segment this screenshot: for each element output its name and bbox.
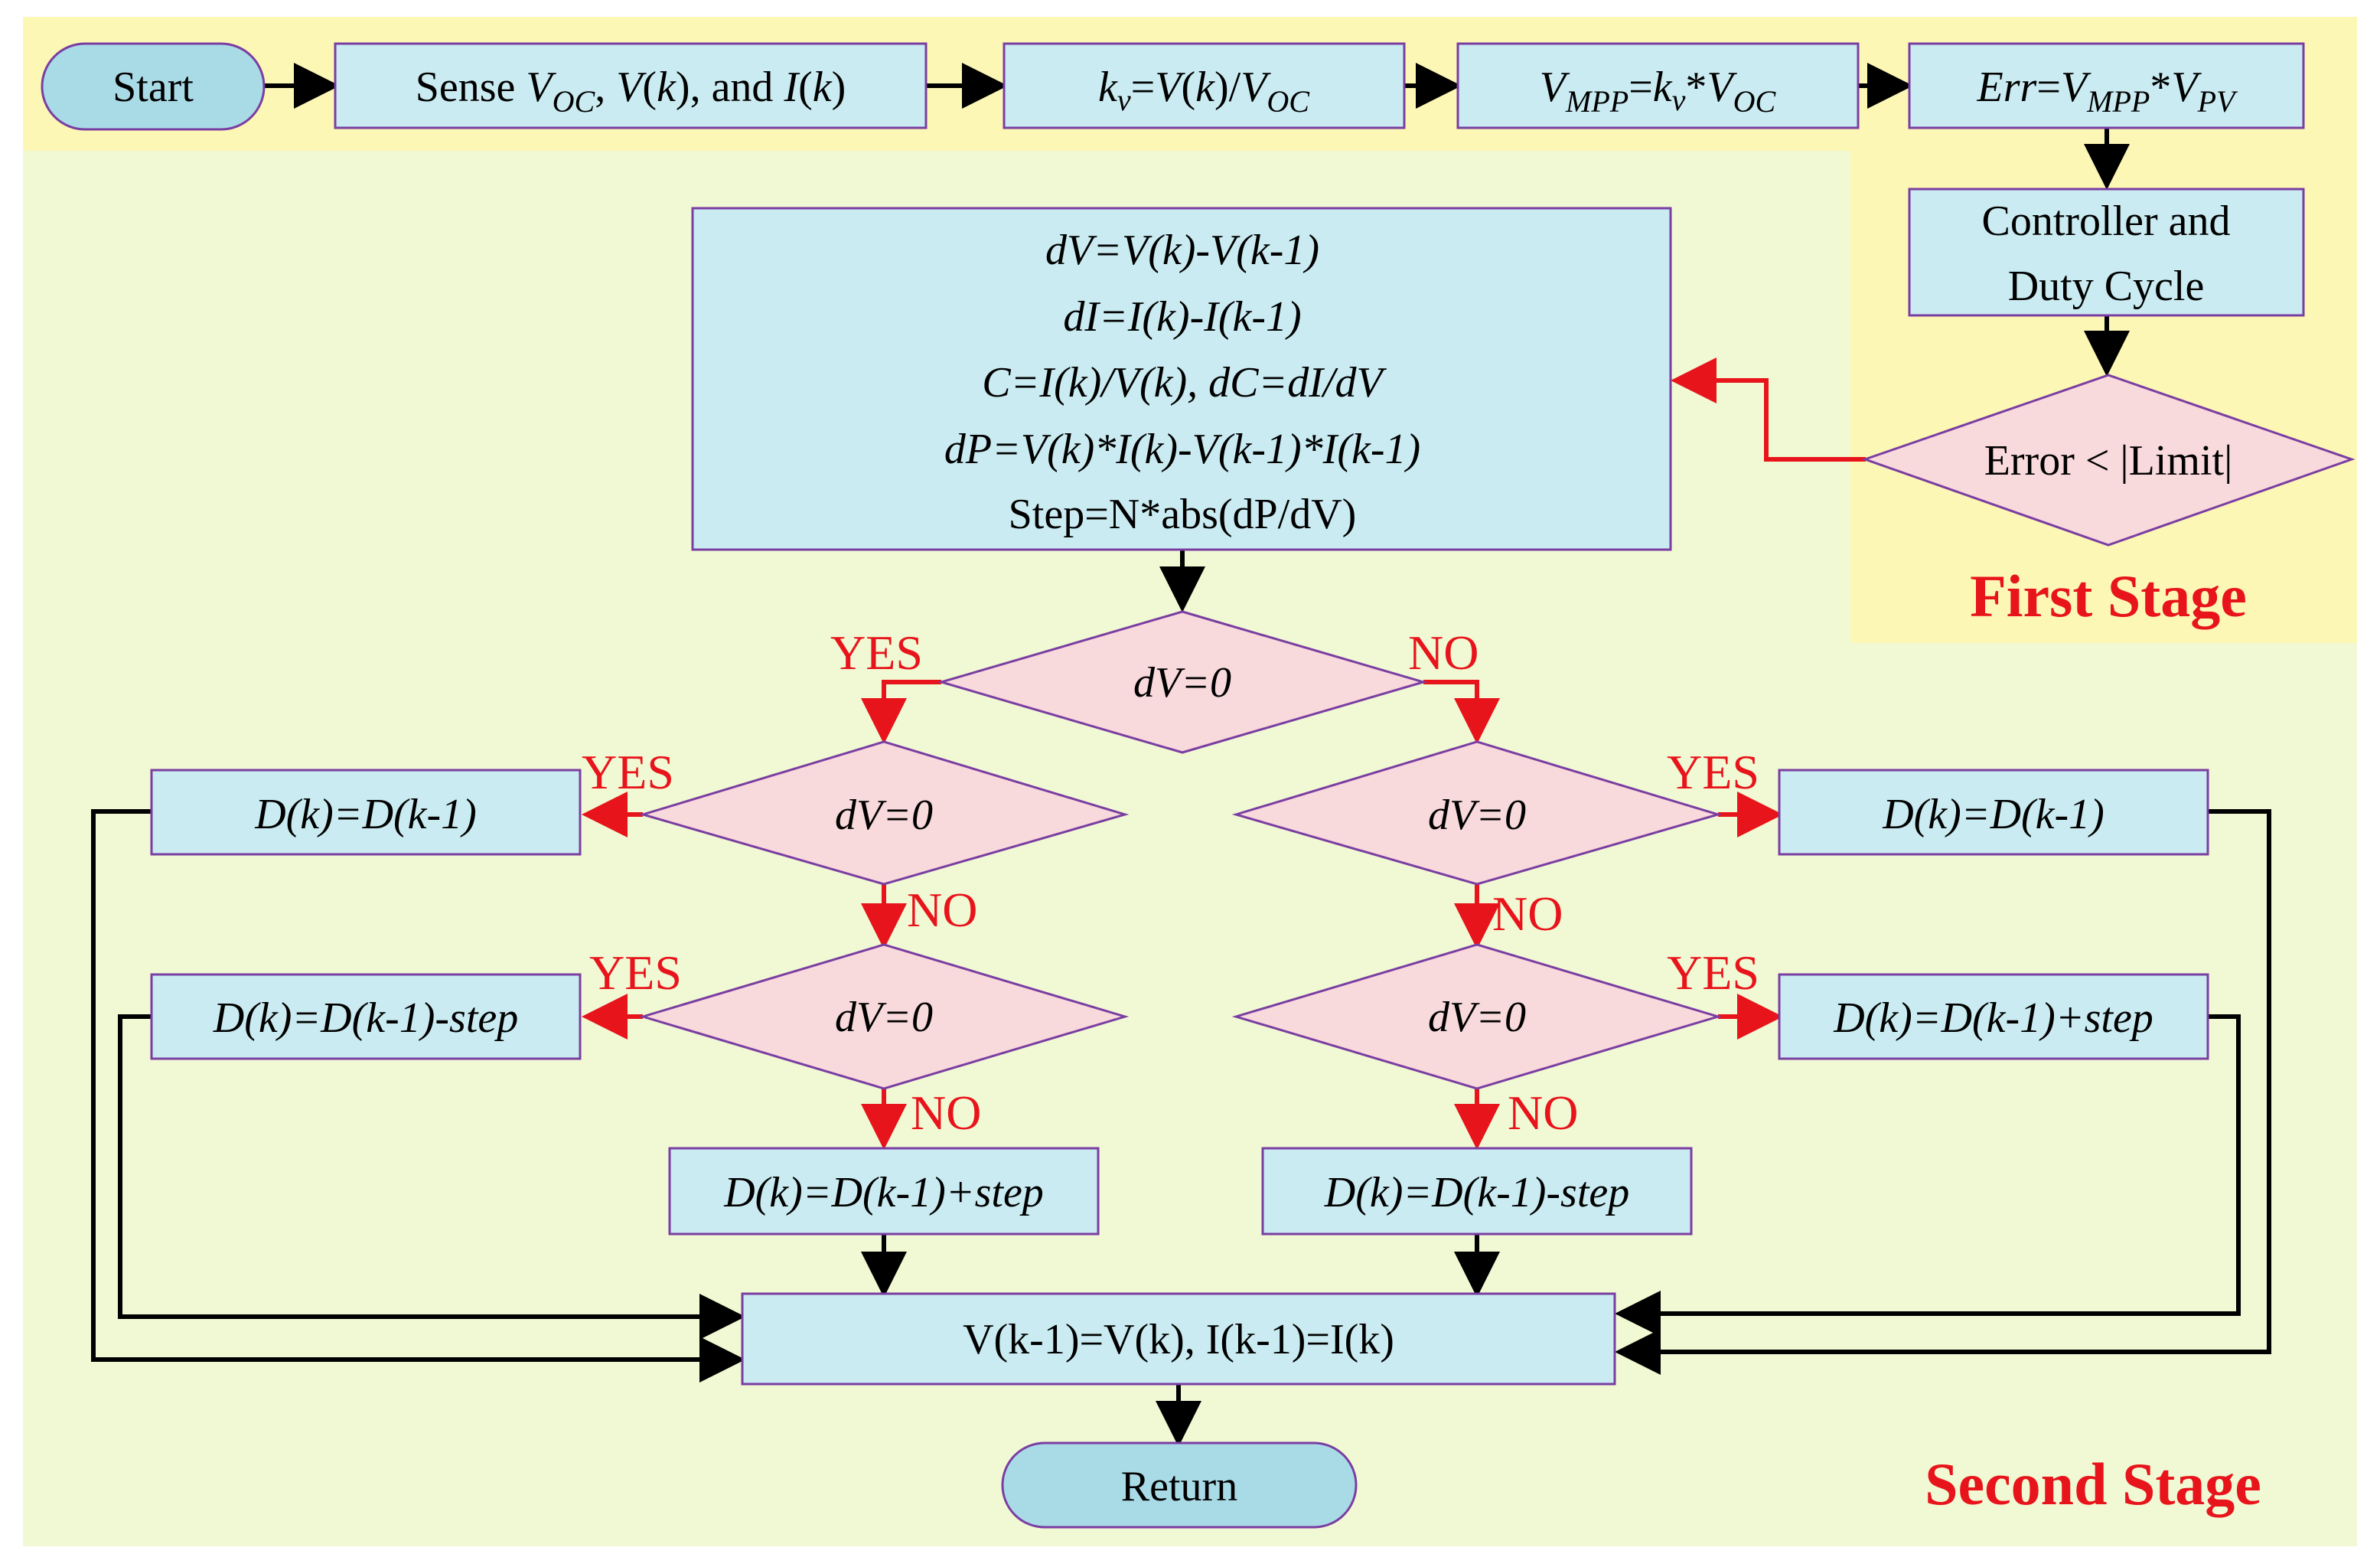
shapes bbox=[41, 42, 2356, 1529]
calc-line-2: dI=I(k)-I(k-1) bbox=[1063, 293, 1301, 341]
left-diamond-2-label: dV=0 bbox=[835, 994, 933, 1041]
no-label-left1: NO bbox=[907, 883, 977, 937]
left-no2-label: D(k)=D(k-1)+step bbox=[723, 1169, 1044, 1216]
labels: Start Sense VOC, V(k), and I(k) kv=V(k)/… bbox=[112, 64, 2261, 1517]
vmpp-label: VMPP=kv*VOC bbox=[1540, 64, 1777, 119]
update-label: V(k-1)=V(k), I(k-1)=I(k) bbox=[963, 1316, 1394, 1363]
return-label: Return bbox=[1121, 1463, 1237, 1510]
right-diamond-2-label: dV=0 bbox=[1428, 994, 1526, 1041]
yes-label-right1: YES bbox=[1667, 745, 1759, 799]
first-stage-label: First Stage bbox=[1970, 563, 2247, 629]
controller-label-line1: Controller and bbox=[1981, 198, 2230, 245]
error-limit-diamond bbox=[1861, 374, 2356, 547]
controller-label-line2: Duty Cycle bbox=[2008, 263, 2205, 310]
yes-label-right2: YES bbox=[1667, 945, 1759, 1000]
yes-label-left1: YES bbox=[582, 745, 674, 799]
right-diamond-1-label: dV=0 bbox=[1428, 792, 1526, 839]
calc-line-4: dP=V(k)*I(k)-V(k-1)*I(k-1) bbox=[944, 426, 1420, 473]
no-label-top: NO bbox=[1408, 625, 1479, 680]
left-yes2-label: D(k)=D(k-1)-step bbox=[213, 994, 518, 1042]
arrow-top-no bbox=[1423, 680, 1500, 744]
update-box bbox=[741, 1292, 1616, 1386]
yes-label-left2: YES bbox=[589, 945, 682, 1000]
top-diamond-label: dV=0 bbox=[1133, 659, 1231, 707]
top-decision-diamond bbox=[937, 610, 1428, 754]
calc-box bbox=[691, 207, 1672, 551]
left-yes2-box bbox=[150, 973, 582, 1060]
right-decision-diamond-1 bbox=[1231, 740, 1723, 886]
loop-left-yes1 bbox=[91, 809, 745, 1383]
calc-line-3: C=I(k)/V(k), dC=dI/dV bbox=[982, 359, 1387, 406]
left-yes1-label: D(k)=D(k-1) bbox=[254, 791, 477, 838]
left-diamond-1-label: dV=0 bbox=[835, 792, 933, 839]
connectors bbox=[91, 63, 2271, 1447]
calc-line-5: Step=N*abs(dP/dV) bbox=[1009, 491, 1357, 538]
arrow-error-to-calc bbox=[1671, 357, 1866, 462]
kv-box bbox=[1003, 42, 1406, 129]
left-decision-diamond-1 bbox=[638, 740, 1130, 886]
calc-line-1: dV=V(k)-V(k-1) bbox=[1045, 227, 1319, 274]
vmpp-box bbox=[1456, 42, 1860, 129]
loop-right-yes1 bbox=[1615, 809, 2271, 1375]
right-yes2-box bbox=[1778, 973, 2209, 1060]
left-yes1-box bbox=[150, 769, 582, 856]
start-label: Start bbox=[112, 64, 194, 111]
right-yes1-label: D(k)=D(k-1) bbox=[1882, 791, 2105, 838]
sense-box bbox=[334, 42, 928, 129]
no-label-left2: NO bbox=[911, 1085, 981, 1140]
loop-right-yes2 bbox=[1615, 1014, 2241, 1337]
right-yes1-box bbox=[1778, 769, 2209, 856]
sense-label: Sense VOC, V(k), and I(k) bbox=[416, 64, 846, 119]
loop-left-yes2 bbox=[118, 1014, 745, 1340]
right-yes2-label: D(k)=D(k-1)+step bbox=[1833, 994, 2153, 1042]
return-terminal bbox=[1001, 1441, 1358, 1529]
second-stage-label: Second Stage bbox=[1925, 1451, 2261, 1517]
error-limit-label: Error < |Limit| bbox=[1984, 437, 2233, 485]
err-label: Err=VMPP*VPV bbox=[1977, 64, 2238, 119]
left-no2-box bbox=[668, 1147, 1100, 1236]
left-decision-diamond-2 bbox=[638, 943, 1130, 1090]
yes-label-top: YES bbox=[830, 625, 923, 680]
no-label-right1: NO bbox=[1492, 886, 1563, 941]
right-no2-box bbox=[1261, 1147, 1693, 1236]
err-box bbox=[1908, 42, 2305, 129]
arrow-top-yes bbox=[861, 680, 941, 744]
right-no2-label: D(k)=D(k-1)-step bbox=[1324, 1169, 1629, 1216]
right-decision-diamond-2 bbox=[1231, 943, 1723, 1090]
controller-box bbox=[1908, 188, 2305, 317]
no-label-right2: NO bbox=[1508, 1085, 1578, 1140]
kv-label: kv=V(k)/VOC bbox=[1098, 64, 1310, 119]
start-terminal bbox=[41, 42, 266, 131]
